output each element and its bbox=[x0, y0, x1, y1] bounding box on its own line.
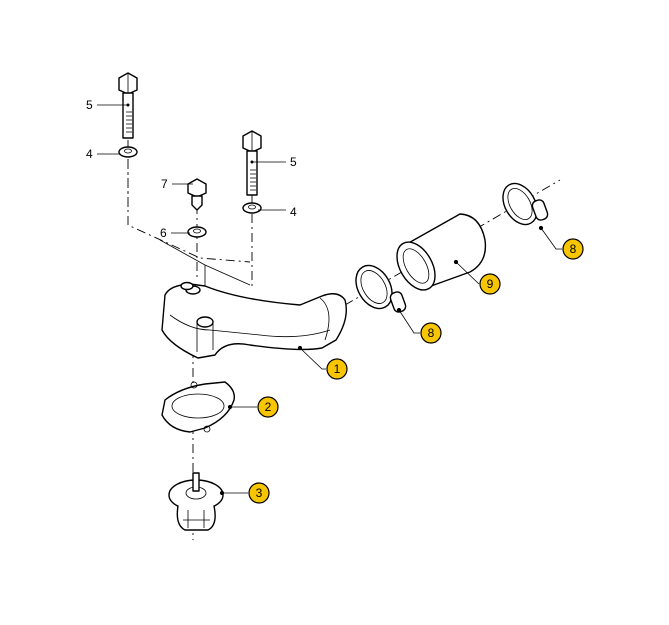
label-bolt-left: 5 bbox=[86, 98, 130, 112]
callout-circle bbox=[326, 358, 348, 380]
gasket bbox=[161, 381, 235, 433]
callout-housing: 1 bbox=[297, 345, 348, 380]
washer-right bbox=[242, 202, 262, 214]
callout-clamp-lower: 8 bbox=[396, 307, 442, 344]
svg-text:8: 8 bbox=[570, 242, 577, 256]
plug-washer bbox=[187, 226, 207, 238]
bolt-left bbox=[118, 72, 138, 139]
label-washer-right: 4 bbox=[258, 205, 297, 219]
svg-text:1: 1 bbox=[334, 362, 341, 376]
label-washer-left: 4 bbox=[86, 147, 120, 161]
hose bbox=[396, 213, 487, 291]
svg-text:6: 6 bbox=[160, 226, 167, 240]
label-bolt-right: 5 bbox=[250, 155, 297, 169]
callout-hose: 9 bbox=[453, 259, 501, 295]
hose-clamp-lower bbox=[355, 264, 407, 313]
callout-thermostat: 3 bbox=[219, 482, 270, 504]
thermostat-housing bbox=[161, 281, 348, 359]
svg-text:3: 3 bbox=[256, 486, 263, 500]
label-plug-washer: 6 bbox=[160, 226, 190, 240]
thermostat bbox=[168, 472, 224, 531]
svg-text:7: 7 bbox=[161, 177, 168, 191]
svg-text:4: 4 bbox=[290, 205, 297, 219]
bolt-right bbox=[242, 130, 262, 196]
svg-text:2: 2 bbox=[265, 400, 272, 414]
callout-clamp-upper: 8 bbox=[538, 225, 584, 260]
svg-text:5: 5 bbox=[86, 98, 93, 112]
svg-text:8: 8 bbox=[428, 326, 435, 340]
plug-bolt bbox=[187, 178, 207, 211]
washer-left bbox=[118, 146, 138, 158]
label-plug-bolt: 7 bbox=[161, 177, 193, 191]
hose-clamp-upper bbox=[502, 182, 549, 226]
svg-text:5: 5 bbox=[290, 155, 297, 169]
svg-text:4: 4 bbox=[86, 147, 93, 161]
callout-gasket: 2 bbox=[227, 396, 279, 418]
svg-text:9: 9 bbox=[487, 277, 494, 291]
